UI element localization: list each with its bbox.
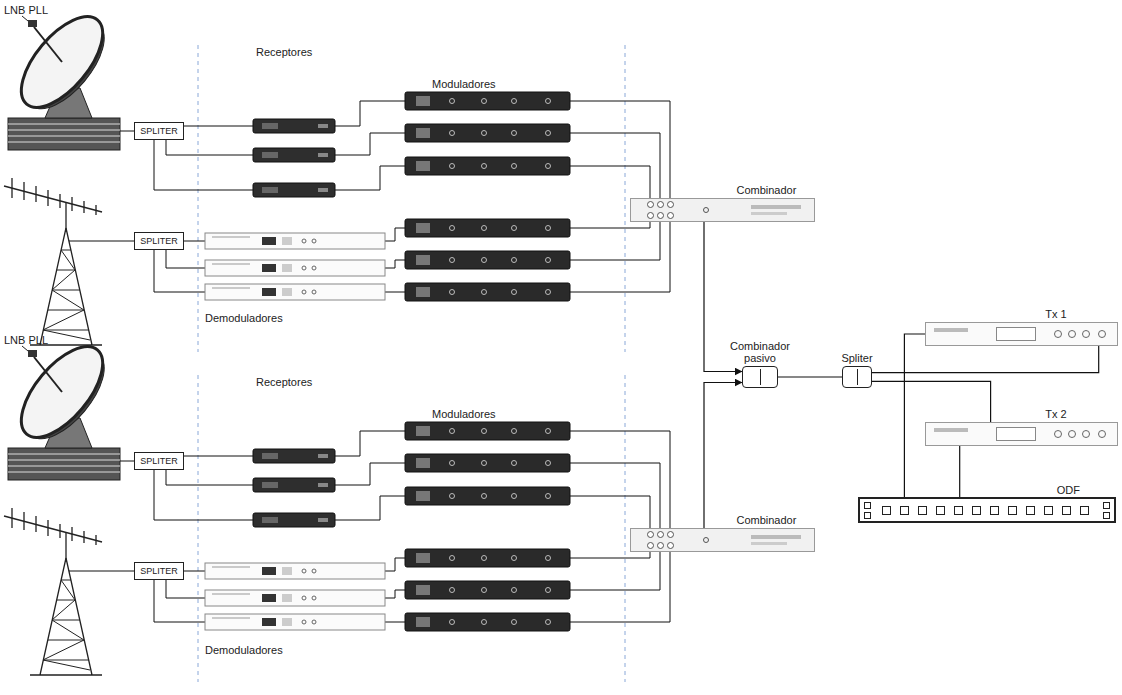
front-panel-mark (934, 328, 968, 332)
fiber-port (1080, 506, 1089, 515)
node-heading: Combinador pasivo (718, 340, 802, 364)
port-connector (667, 201, 674, 208)
fiber-port (918, 506, 927, 515)
diagram-label: Moduladores (432, 408, 496, 420)
front-panel-mark (751, 205, 801, 209)
knob (1082, 430, 1090, 438)
passive-device: Spliter (842, 366, 872, 388)
port-connector (647, 531, 654, 538)
splitter-box: SPLITER (134, 232, 184, 250)
mount-hole (1103, 502, 1110, 509)
coax-connector (872, 346, 1099, 373)
node-text: SPLITER (140, 126, 178, 136)
node-heading: Tx 2 (1045, 408, 1066, 420)
fiber-port (900, 506, 909, 515)
front-panel-mark (751, 535, 801, 539)
port-connector (703, 537, 709, 543)
node-heading: Tx 1 (1045, 308, 1066, 320)
port-connector (647, 201, 654, 208)
splitter-box: SPLITER (134, 562, 184, 580)
node-text: SPLITER (140, 566, 178, 576)
splitter-box: SPLITER (134, 452, 184, 470)
port-connector (667, 542, 674, 549)
fiber-port (882, 506, 891, 515)
diagram-label: Receptores (256, 46, 312, 58)
mount-hole (1103, 512, 1110, 519)
diagram-label: Demoduladores (205, 644, 283, 656)
coax-connector (872, 381, 991, 422)
divider-line (857, 369, 858, 385)
fiber-port (954, 506, 963, 515)
node-heading: Combinador (736, 184, 796, 196)
port-connector (657, 531, 664, 538)
front-panel-mark (934, 428, 968, 432)
fiber-port (1044, 506, 1053, 515)
fiber-port (972, 506, 981, 515)
node-heading: Spliter (841, 352, 872, 364)
knob (1098, 430, 1106, 438)
node-heading: Combinador (736, 514, 796, 526)
knob (1068, 430, 1076, 438)
knob (1082, 330, 1090, 338)
fiber-port (990, 506, 999, 515)
fiber-port (1062, 506, 1071, 515)
combiner-unit: Combinador (630, 528, 815, 552)
fiber-port (1026, 506, 1035, 515)
mount-hole (864, 512, 871, 519)
port-connector (647, 542, 654, 549)
port-connector (657, 201, 664, 208)
display-window (996, 327, 1036, 341)
node-text: SPLITER (140, 456, 178, 466)
port-connector (647, 212, 654, 219)
port-connector (667, 531, 674, 538)
coax-connector (959, 446, 960, 497)
front-panel-mark (751, 542, 787, 545)
fiber-port (936, 506, 945, 515)
divider-line (760, 369, 761, 385)
port-connector (667, 212, 674, 219)
coax-connector (704, 383, 742, 529)
knob (1054, 330, 1062, 338)
display-window (996, 427, 1036, 441)
bottom-headend (4, 333, 670, 682)
transmitter-unit: Tx 2 (925, 422, 1118, 446)
coax-connector (778, 376, 842, 377)
top-headend (4, 3, 670, 352)
coax-connector (904, 334, 925, 497)
node-text: SPLITER (140, 236, 178, 246)
front-panel-mark (751, 212, 787, 215)
port-connector (703, 207, 709, 213)
diagram-label: Demoduladores (205, 312, 283, 324)
diagram-label: Moduladores (432, 78, 496, 90)
diagram-label: Receptores (256, 376, 312, 388)
knob (1054, 430, 1062, 438)
combiner-unit: Combinador (630, 198, 815, 222)
diagram-label: LNB PLL (4, 4, 48, 16)
transmitter-unit: Tx 1 (925, 322, 1118, 346)
knob (1068, 330, 1076, 338)
diagram-label: LNB PLL (4, 334, 48, 346)
splitter-box: SPLITER (134, 122, 184, 140)
odf-panel: ODF (858, 497, 1116, 523)
passive-device: Combinador pasivo (742, 366, 778, 388)
port-connector (657, 542, 664, 549)
node-heading: ODF (1057, 484, 1080, 496)
fiber-port (1008, 506, 1017, 515)
port-connector (657, 212, 664, 219)
mount-hole (864, 502, 871, 509)
knob (1098, 330, 1106, 338)
